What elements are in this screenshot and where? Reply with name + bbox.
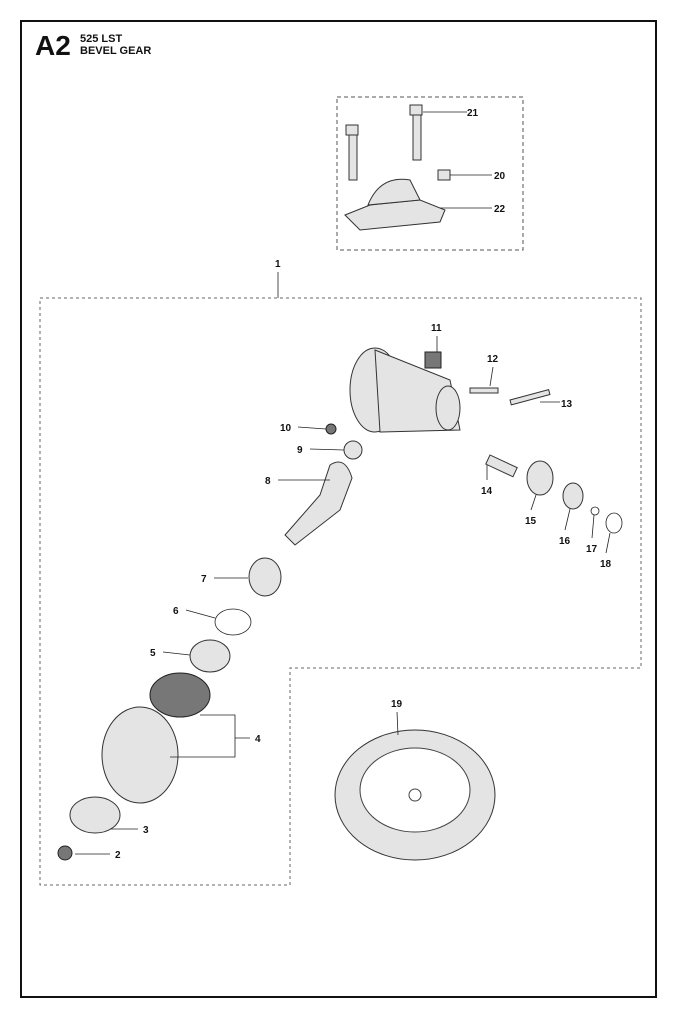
callout-16: 16 bbox=[559, 536, 571, 547]
guard-part bbox=[334, 729, 496, 861]
callout-1: 1 bbox=[275, 259, 281, 270]
callout-4: 4 bbox=[255, 734, 261, 745]
callout-3: 3 bbox=[143, 825, 149, 836]
callout-14: 14 bbox=[481, 486, 493, 497]
callout-9: 9 bbox=[297, 445, 303, 456]
bracket-kit-parts bbox=[344, 104, 451, 231]
callout-20: 20 bbox=[494, 171, 506, 182]
bracket-kit-box bbox=[336, 96, 524, 251]
callout-22: 22 bbox=[494, 204, 506, 215]
callout-12: 12 bbox=[487, 354, 499, 365]
callout-19: 19 bbox=[391, 699, 403, 710]
callout-18: 18 bbox=[600, 559, 612, 570]
model-name: 525 LST bbox=[80, 33, 123, 45]
gear-head-parts bbox=[57, 347, 623, 861]
callout-10: 10 bbox=[280, 423, 292, 434]
bevel-gear-assembly-box bbox=[39, 297, 642, 886]
page-frame bbox=[20, 20, 657, 998]
callout-7: 7 bbox=[201, 574, 207, 585]
callout-13: 13 bbox=[561, 399, 573, 410]
callout-17: 17 bbox=[586, 544, 598, 555]
leader-lines bbox=[75, 111, 611, 855]
callout-11: 11 bbox=[431, 323, 442, 334]
section-title: BEVEL GEAR bbox=[80, 45, 152, 57]
callout-8: 8 bbox=[265, 476, 271, 487]
section-heading: 525 LST BEVEL GEAR bbox=[80, 33, 151, 57]
callout-6: 6 bbox=[173, 606, 179, 617]
callout-2: 2 bbox=[115, 850, 121, 861]
callout-5: 5 bbox=[150, 648, 156, 659]
callout-15: 15 bbox=[525, 516, 537, 527]
callout-21: 21 bbox=[467, 108, 479, 119]
section-code: A2 bbox=[35, 30, 71, 61]
